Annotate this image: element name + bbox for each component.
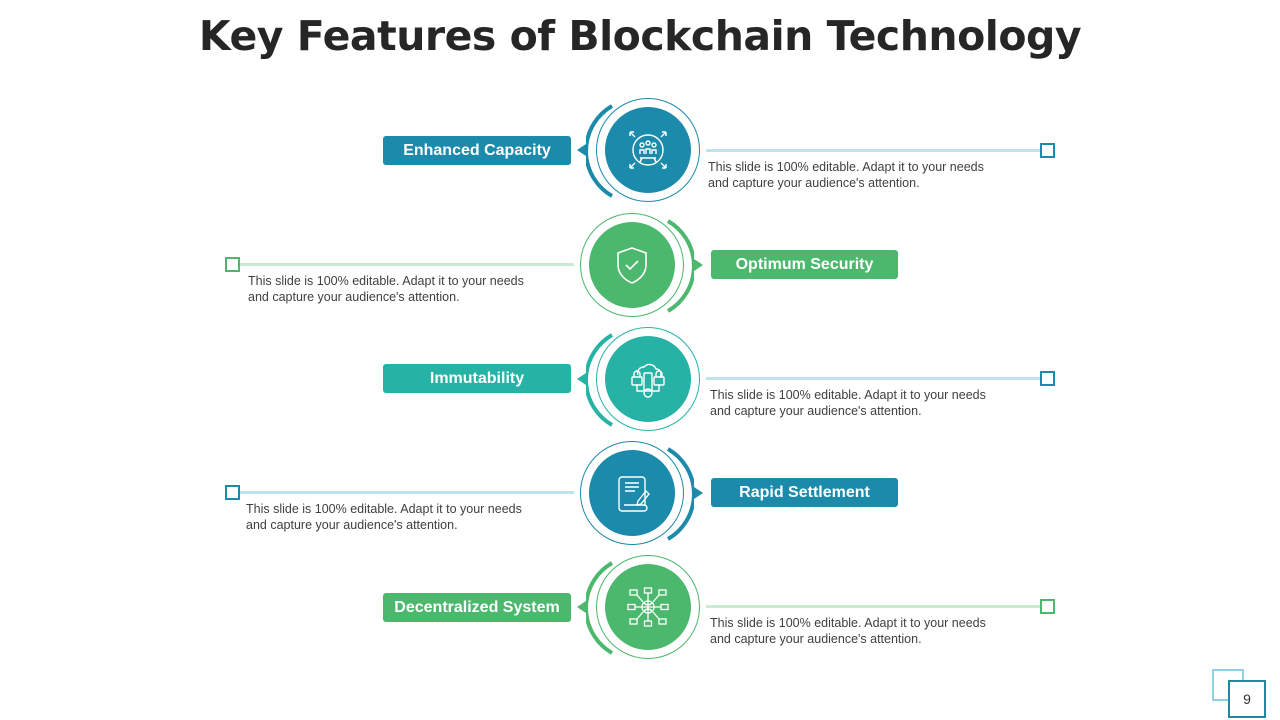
feature-label: Immutability (383, 364, 571, 393)
feature-description: This slide is 100% editable. Adapt it to… (246, 502, 522, 532)
feature-description: This slide is 100% editable. Adapt it to… (248, 274, 524, 304)
feature-circle (596, 98, 700, 202)
feature-row-rapid-settlement: Rapid Settlement This slide is 100% edit… (0, 439, 1280, 549)
feature-circle (580, 213, 684, 317)
feature-circle-fill (605, 564, 691, 650)
feature-description: This slide is 100% editable. Adapt it to… (708, 160, 984, 190)
feature-circle-fill (589, 450, 675, 536)
label-pointer (577, 373, 586, 385)
label-pointer (577, 601, 586, 613)
page-number: 9 (1228, 680, 1266, 718)
label-pointer (694, 487, 703, 499)
feature-circle-fill (605, 336, 691, 422)
feature-circle-fill (589, 222, 675, 308)
label-pointer (694, 259, 703, 271)
feature-description: This slide is 100% editable. Adapt it to… (710, 616, 986, 646)
feature-label: Enhanced Capacity (383, 136, 571, 165)
feature-circle-fill (605, 107, 691, 193)
feature-circle (596, 555, 700, 659)
label-pointer (577, 144, 586, 156)
connector-end-square (1040, 371, 1055, 386)
cloud-lock-icon (631, 363, 665, 398)
connector-end-square (1040, 143, 1055, 158)
feature-circle (596, 327, 700, 431)
feature-row-decentralized-system: Decentralized System This slide is 100% … (0, 553, 1280, 663)
arc-decoration (586, 104, 614, 198)
page-title: Key Features of Blockchain Technology (198, 12, 1082, 60)
decentralized-network-icon (627, 587, 669, 627)
connector-line (706, 377, 1042, 380)
network-capacity-icon (629, 131, 667, 169)
arc-decoration (666, 447, 694, 541)
arc-decoration (586, 561, 614, 655)
connector-line (706, 149, 1042, 152)
connector-line (238, 263, 574, 266)
arc-decoration (586, 333, 614, 427)
feature-row-enhanced-capacity: Enhanced Capacity This slide is 100% edi… (0, 96, 1280, 206)
feature-label: Optimum Security (711, 250, 898, 279)
feature-circle (580, 441, 684, 545)
feature-label: Rapid Settlement (711, 478, 898, 507)
connector-line (238, 491, 574, 494)
feature-description: This slide is 100% editable. Adapt it to… (710, 388, 986, 418)
arc-decoration (666, 219, 694, 313)
feature-label: Decentralized System (383, 593, 571, 622)
connector-end-square (1040, 599, 1055, 614)
shield-check-icon (617, 247, 647, 284)
feature-row-immutability: Immutability This slide is 100% editable… (0, 325, 1280, 435)
feature-row-optimum-security: Optimum Security This slide is 100% edit… (0, 211, 1280, 321)
contract-scroll-icon (618, 476, 650, 512)
connector-end-square (225, 257, 240, 272)
connector-line (706, 605, 1042, 608)
connector-end-square (225, 485, 240, 500)
